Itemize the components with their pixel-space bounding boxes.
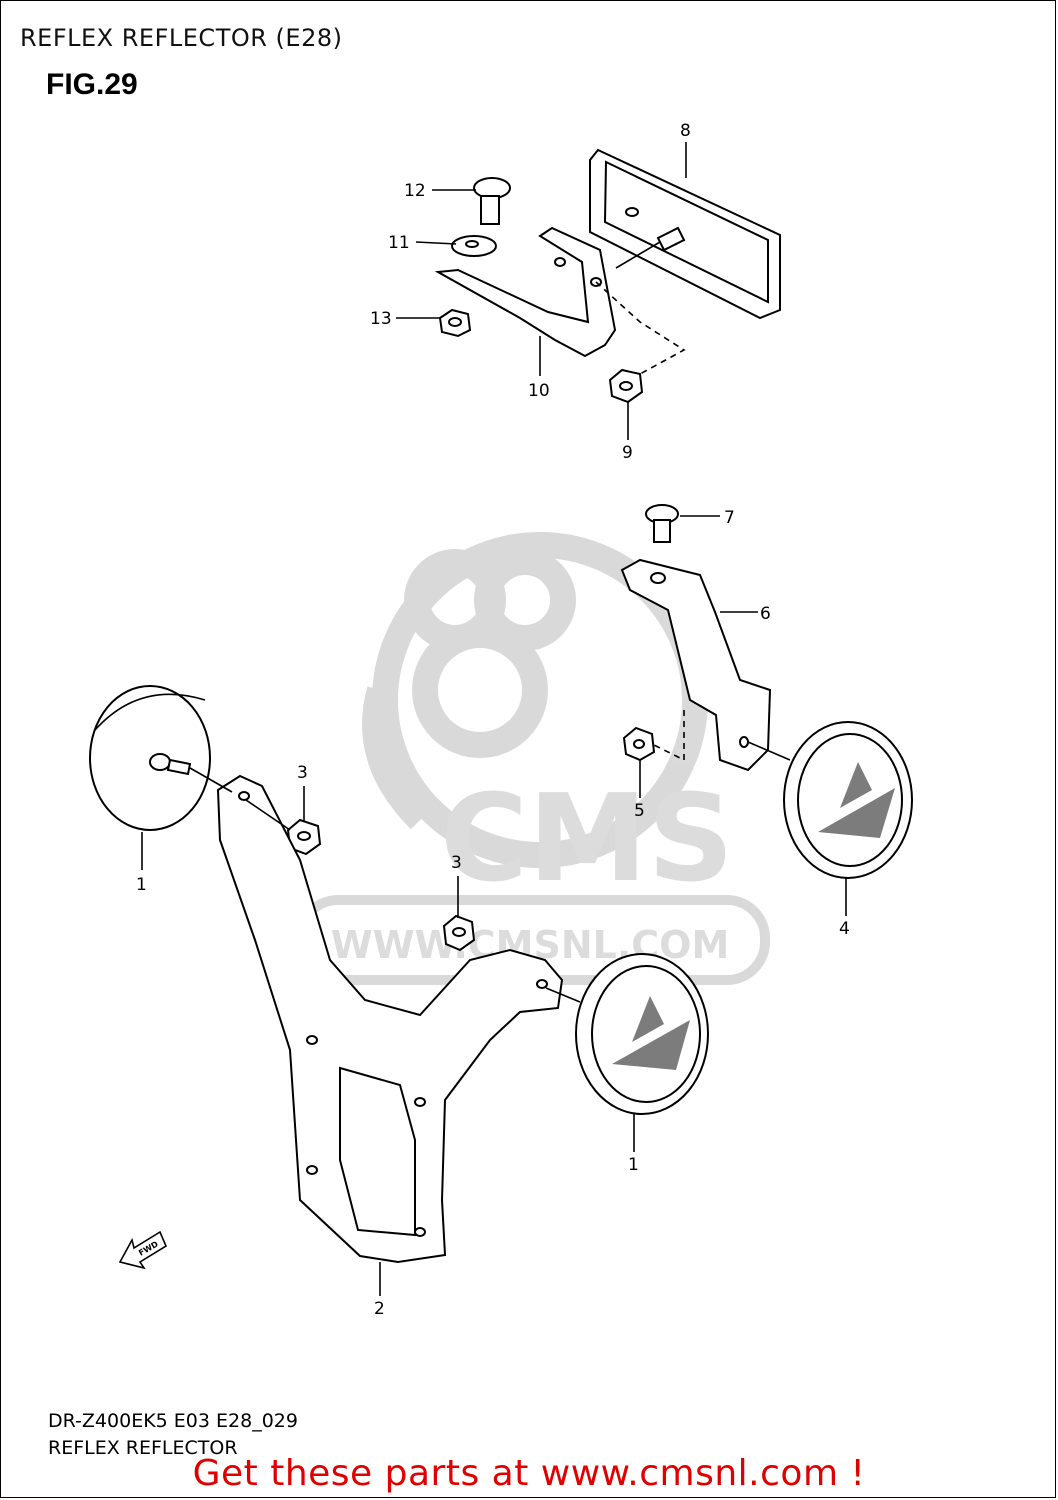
callout-5: 5 (634, 801, 645, 821)
watermark-cms-text: CMS (440, 770, 734, 909)
callout-3-upper: 3 (297, 763, 308, 783)
figure-label: FIG.29 (46, 68, 138, 101)
part-1-right-reflector (575, 953, 709, 1115)
model-code: DR-Z400EK5 E03 E28_029 (48, 1410, 298, 1432)
part-4-round-reflector (783, 721, 913, 879)
promo-link[interactable]: Get these parts at www.cmsnl.com ! (192, 1453, 866, 1494)
callout-13: 13 (370, 309, 392, 329)
part-10-bracket (434, 226, 617, 358)
callout-labels: 8 12 11 13 10 9 7 6 3 5 3 1 4 1 2 (136, 121, 850, 1319)
callout-9: 9 (622, 443, 633, 463)
callout-1-right: 1 (628, 1155, 639, 1175)
callout-4: 4 (839, 919, 850, 939)
callout-3-lower: 3 (451, 853, 462, 873)
callout-7: 7 (724, 508, 735, 528)
part-12-screw (473, 177, 511, 225)
part-5-nut (622, 726, 656, 762)
callout-12: 12 (404, 181, 426, 201)
fwd-arrow-icon: FWD (118, 1230, 168, 1270)
callout-2: 2 (374, 1299, 385, 1319)
part-8-reflector-plate (589, 148, 781, 320)
callout-6: 6 (760, 604, 771, 624)
part-7-screw (645, 504, 679, 543)
callout-10: 10 (528, 381, 550, 401)
part-3-lower-nut (442, 914, 476, 952)
callout-8: 8 (680, 121, 691, 141)
part-1-left-reflector (89, 685, 211, 831)
part-2-main-bracket (216, 774, 564, 1264)
leader-lines (141, 142, 847, 1296)
part-6-bracket (620, 558, 772, 772)
callout-1-left: 1 (136, 875, 147, 895)
part-11-washer (451, 235, 497, 257)
callout-11: 11 (388, 233, 410, 253)
part-9-nut (608, 368, 644, 404)
part-13-nut (438, 308, 472, 338)
section-name: REFLEX REFLECTOR (48, 1437, 238, 1459)
page-title: REFLEX REFLECTOR (E28) (20, 24, 343, 52)
